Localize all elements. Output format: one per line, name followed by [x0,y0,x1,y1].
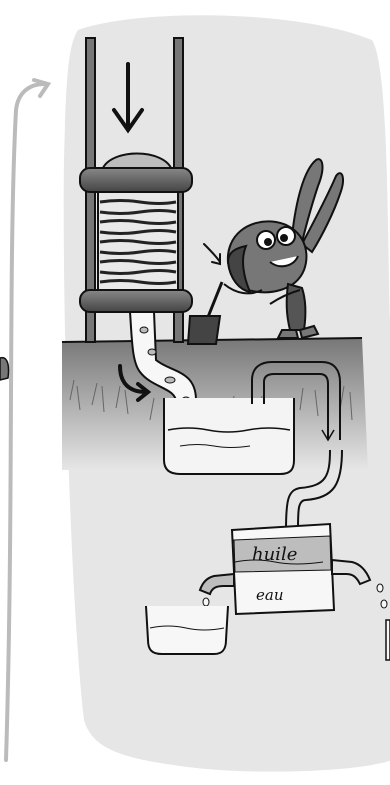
collecting-bowl [146,606,228,654]
partial-dome-left [0,358,9,380]
partial-jar-right [386,620,390,660]
settling-tank [164,398,294,474]
oil-label: huile [252,544,297,565]
press-mash-stack [98,192,178,292]
curved-arrow-left [6,80,48,760]
press-bottom-plate [80,290,192,312]
water-label: eau [256,586,283,604]
